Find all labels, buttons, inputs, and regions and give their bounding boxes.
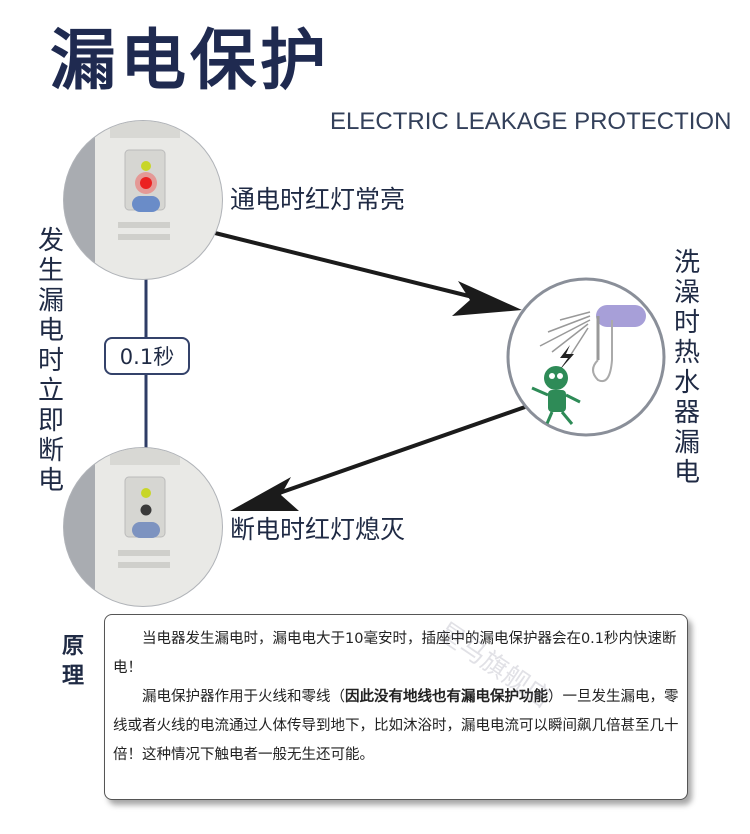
green-light-icon [141,488,151,498]
principle-paragraph-2: 漏电保护器作用于火线和零线（因此没有地线也有漏电保护功能）一旦发生漏电，零线或者… [113,689,679,763]
breaker-on-image [63,120,223,280]
page-title: 漏电保护 [50,22,330,99]
red-light-on-icon [140,177,152,189]
time-badge: 0.1秒 [104,337,190,375]
label-power-off: 断电时红灯熄灭 [230,515,406,544]
arrow-to-heater [214,231,522,316]
principle-paragraph-1: 当电器发生漏电时，漏电电大于10毫安时，插座中的漏电保护器会在0.1秒内快速断电… [113,631,677,676]
green-light-icon [141,161,151,171]
principle-emphasis: 因此没有地线也有漏电保护功能 [345,689,548,705]
right-vertical-caption: 洗 澡 时 热 水 器 漏 电 [673,248,700,488]
water-heater-icon [596,305,646,327]
breaker-off-image [63,447,223,607]
label-power-on: 通电时红灯常亮 [230,185,406,214]
arrow-to-breaker-off [230,405,526,511]
person-icon [544,366,568,390]
page-subtitle: ELECTRIC LEAKAGE PROTECTION [330,108,732,135]
principle-title: 原 理 [61,634,84,689]
heater-shock-illustration [506,277,666,437]
left-vertical-caption: 发 生 漏 电 时 立 即 断 电 [37,226,64,496]
red-light-off-icon [140,504,152,516]
principle-box: 当电器发生漏电时，漏电电大于10毫安时，插座中的漏电保护器会在0.1秒内快速断电… [104,614,688,800]
lightning-icon [558,345,574,372]
